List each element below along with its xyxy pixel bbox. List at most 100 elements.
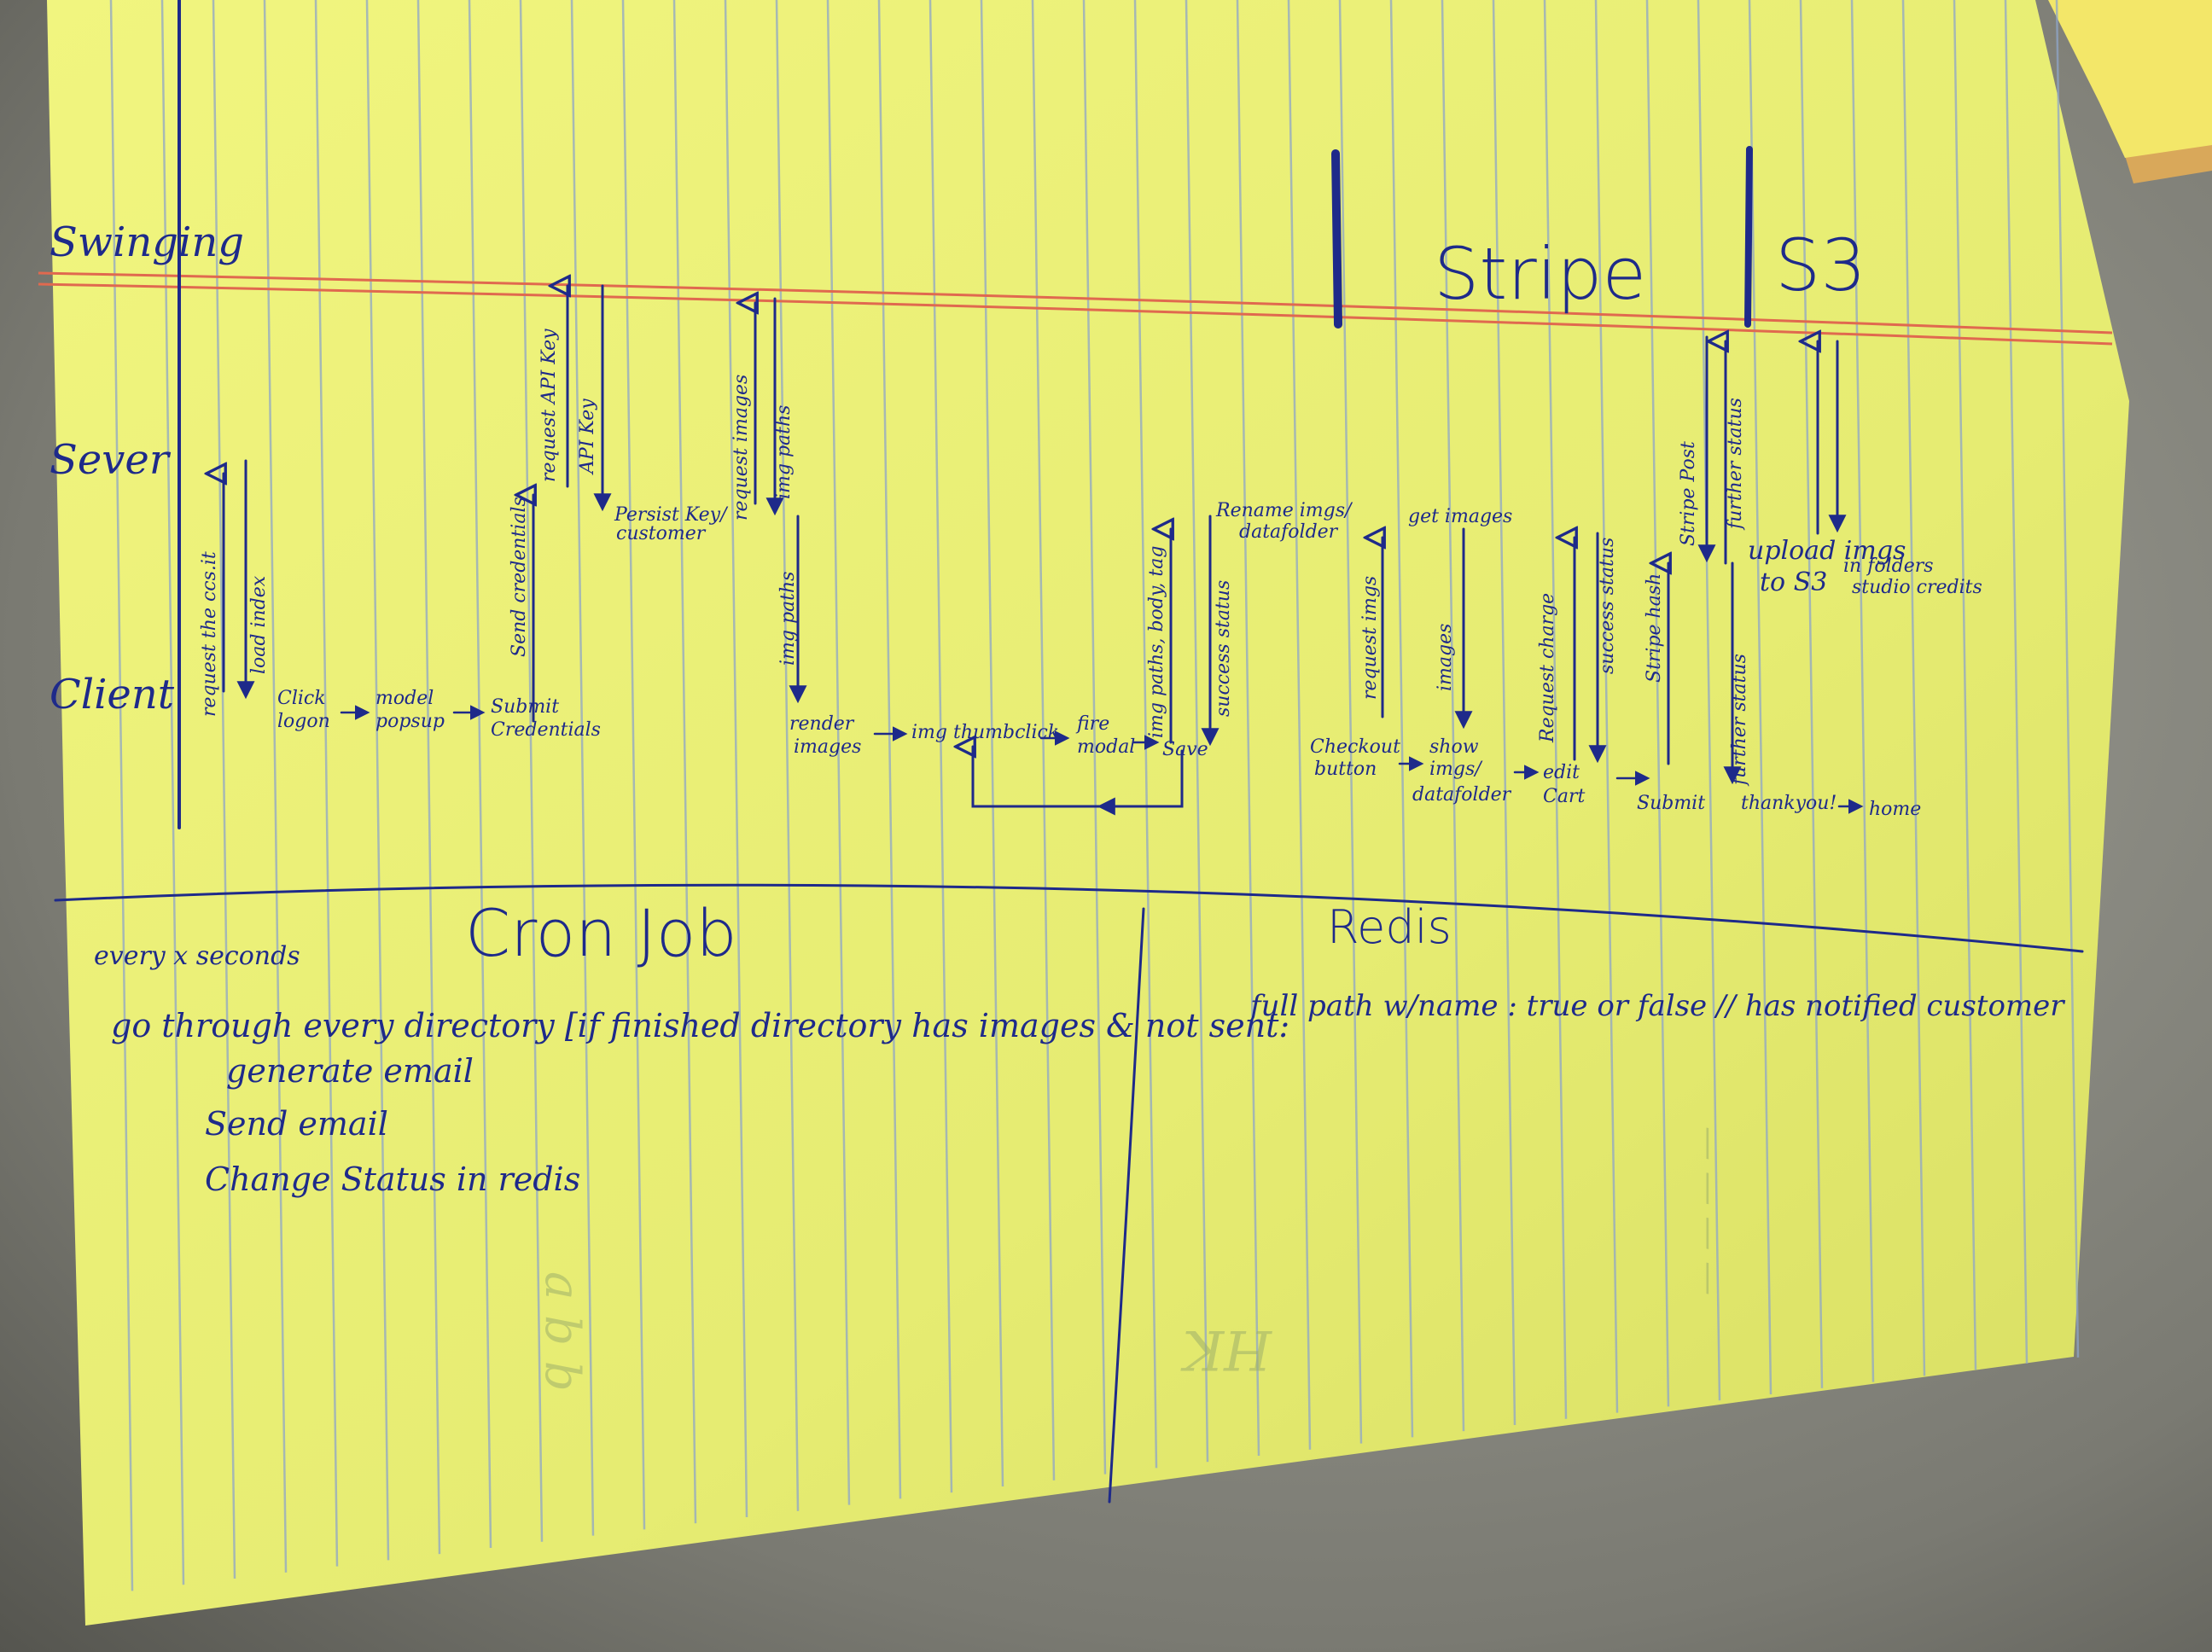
client-home: home	[1869, 799, 1921, 820]
note-further-status-1: further status	[1725, 398, 1746, 531]
note-persist-key: Persist Key/	[614, 504, 729, 526]
ruled-line	[109, 0, 134, 1591]
client-model: model	[375, 688, 434, 709]
ruled-line	[1799, 0, 1824, 1388]
note-send-credentials: Send credentials	[509, 497, 530, 657]
ruled-line	[1901, 0, 1926, 1376]
note-request-html: request the ccs.it	[199, 551, 220, 717]
cron-title: Cron Job	[465, 895, 737, 971]
note-success-status-2: success status	[1597, 538, 1618, 674]
client-images: images	[794, 736, 861, 758]
client-submit2: Submit	[1637, 793, 1705, 814]
ruled-line	[1645, 0, 1670, 1407]
client-checkout: Checkout	[1310, 736, 1400, 758]
note-request-images: request images	[731, 375, 752, 521]
client-show: show	[1429, 736, 1479, 758]
ruled-line	[160, 0, 185, 1585]
client-flow: Click logon model popsup Submit Credenti…	[277, 688, 1921, 820]
note-further-status-2: further status	[1729, 654, 1750, 787]
external-services: Stripe S3	[1331, 146, 1866, 329]
server-notes: request the ccs.it load index Send crede…	[199, 329, 1982, 787]
ruled-line	[826, 0, 851, 1505]
section-divider	[54, 883, 2084, 1504]
note-in-folders: in folders	[1843, 556, 1934, 577]
cron-line1: go through every directory [if finished …	[111, 1007, 1289, 1044]
client-click: Click	[277, 688, 326, 709]
service-s3: S3	[1775, 224, 1866, 307]
note-upload-imgs: upload imgs	[1748, 536, 1906, 566]
client-datafolder: datafolder	[1412, 784, 1512, 806]
ruled-line	[1082, 0, 1107, 1475]
note-api-key: API Key	[577, 398, 598, 475]
sequence-arrows	[224, 286, 1847, 816]
lane-server: Sever	[49, 436, 172, 484]
client-fire: fire	[1075, 713, 1109, 735]
cron-line4: Change Status in redis	[205, 1160, 580, 1198]
ruled-line	[1389, 0, 1414, 1438]
cron-job-section: Cron Job every x seconds go through ever…	[94, 895, 1289, 1198]
ruled-line	[263, 0, 288, 1573]
svg-text:a b b: a b b	[534, 1271, 590, 1392]
note-get-images: get images	[1408, 506, 1512, 527]
ruled-line	[1748, 0, 1773, 1395]
ruled-line	[212, 0, 236, 1579]
ruled-line	[621, 0, 646, 1530]
note-studio-credits: studio credits	[1852, 577, 1982, 598]
redis-title: Redis	[1327, 900, 1452, 954]
note-rename-imgs: Rename imgs/	[1215, 500, 1353, 521]
note-stripe-post: Stripe Post	[1678, 441, 1699, 546]
ruled-line	[468, 0, 492, 1549]
ghost-writing: a b b HK — — — —	[534, 1126, 1729, 1392]
client-render: render	[789, 713, 855, 735]
client-button: button	[1314, 759, 1377, 780]
note-load-index: load index	[248, 575, 270, 674]
ruled-line	[928, 0, 953, 1493]
note-to-s3: to S3	[1760, 567, 1827, 597]
ruled-line	[519, 0, 544, 1542]
client-popup: popsup	[375, 711, 445, 732]
ruled-line	[2055, 0, 2080, 1358]
cron-line2: generate email	[226, 1052, 474, 1090]
corner-pad	[2048, 0, 2212, 183]
ruled-line	[1133, 0, 1158, 1469]
note-img-paths-1: img paths	[773, 405, 795, 499]
client-edit: edit	[1543, 762, 1580, 783]
ruled-line	[775, 0, 800, 1511]
client-img-thumb: img thumbclick	[911, 722, 1059, 743]
cron-line3: Send email	[205, 1105, 388, 1143]
ruled-lines	[109, 0, 2080, 1591]
ruled-line	[570, 0, 595, 1536]
ruled-line	[1543, 0, 1568, 1419]
ghost-mark: HK	[1180, 1318, 1272, 1381]
client-cart: Cart	[1543, 786, 1585, 807]
lane-swinging: Swinging	[49, 218, 244, 266]
ruled-line	[1185, 0, 1209, 1463]
ruled-line	[1594, 0, 1619, 1413]
ruled-line	[1338, 0, 1363, 1444]
note-stripe-hash: Stripe hash	[1644, 573, 1665, 683]
ruled-line	[1441, 0, 1465, 1432]
ruled-line	[2004, 0, 2029, 1364]
client-save: Save	[1162, 739, 1208, 760]
ruled-line	[1850, 0, 1875, 1382]
client-logon: logon	[277, 711, 330, 732]
note-request-imgs: request imgs	[1359, 576, 1381, 700]
ruled-line	[416, 0, 441, 1555]
client-modal: modal	[1077, 736, 1135, 758]
note-success-status-1: success status	[1213, 580, 1234, 717]
client-credentials: Credentials	[491, 719, 601, 741]
ruled-line	[314, 0, 339, 1567]
cron-every: every x seconds	[94, 941, 300, 971]
ruled-line	[1031, 0, 1056, 1480]
redis-line1: full path w/name : true or false // has …	[1248, 989, 2065, 1023]
lane-client: Client	[49, 671, 175, 718]
client-imgs: imgs/	[1429, 759, 1483, 780]
client-thankyou: thankyou!	[1741, 793, 1837, 814]
ruled-line	[365, 0, 390, 1561]
swimlane-labels: Swinging Sever Client	[49, 0, 244, 829]
ruled-line	[1492, 0, 1516, 1426]
ruled-line	[877, 0, 902, 1499]
client-submit: Submit	[491, 696, 559, 718]
svg-text:— — — —: — — — —	[1690, 1126, 1729, 1295]
